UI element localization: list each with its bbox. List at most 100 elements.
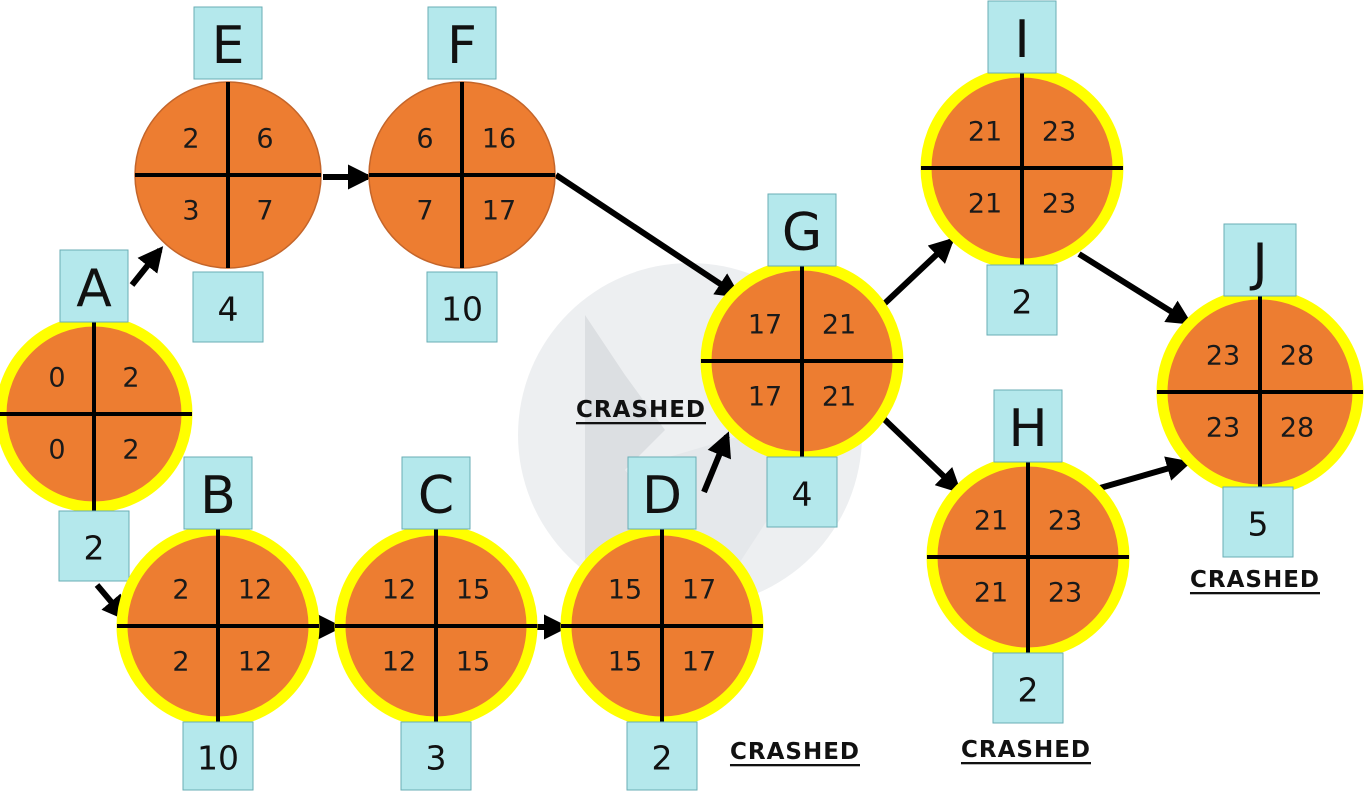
node-early-start: 21	[968, 117, 1002, 148]
activity-letter: J	[1249, 233, 1267, 293]
activity-label-box: E	[193, 6, 263, 80]
node-late-finish: 21	[822, 382, 856, 413]
duration-value: 2	[652, 739, 673, 778]
duration-bg	[986, 264, 1058, 336]
node-early-start: 0	[48, 363, 65, 394]
crash-h-label: CRASHED	[961, 737, 1091, 763]
activity-letter: H	[1008, 399, 1047, 459]
node-early-finish: 16	[482, 124, 516, 155]
node-j: 23 28 23 28 J 5	[1156, 223, 1364, 558]
node-late-finish: 15	[456, 647, 490, 678]
activity-label-box: J	[1223, 223, 1297, 297]
node-early-finish: 21	[822, 310, 856, 341]
edges-layer	[94, 164, 1193, 640]
duration-box: 2	[626, 721, 698, 791]
activity-letter: E	[212, 16, 245, 76]
crash-d-label: CRASHED	[730, 739, 860, 765]
node-early-start: 6	[416, 124, 433, 155]
activity-label-box: H	[993, 389, 1063, 463]
duration-bg	[1222, 486, 1294, 558]
duration-value: 4	[792, 475, 813, 514]
node-late-start: 0	[48, 435, 65, 466]
duration-value: 2	[84, 529, 105, 568]
node-late-finish: 28	[1280, 413, 1314, 444]
node-early-start: 23	[1206, 341, 1240, 372]
duration-bg	[182, 721, 254, 791]
activity-letter: G	[782, 203, 822, 263]
activity-label-box: C	[401, 456, 471, 530]
node-late-start: 15	[608, 647, 642, 678]
node-late-start: 23	[1206, 413, 1240, 444]
duration-value: 2	[1012, 283, 1033, 322]
node-early-start: 17	[748, 310, 782, 341]
node-late-finish: 2	[122, 435, 139, 466]
activity-label-box: D	[627, 456, 697, 530]
node-early-finish: 23	[1042, 117, 1076, 148]
node-early-finish: 28	[1280, 341, 1314, 372]
node-early-finish: 6	[256, 124, 273, 155]
activity-label-box: B	[183, 456, 253, 530]
node-late-start: 21	[968, 189, 1002, 220]
node-early-start: 2	[182, 124, 199, 155]
activity-label-box: F	[427, 6, 497, 80]
duration-value: 5	[1248, 505, 1269, 544]
activity-letter: F	[447, 16, 477, 76]
node-late-finish: 17	[682, 647, 716, 678]
duration-value: 10	[441, 290, 483, 329]
labels-layer: CRASHED CRASHED CRASHED CRASHED	[576, 397, 1320, 765]
activity-letter: D	[642, 466, 682, 526]
activity-label-bg	[193, 6, 263, 80]
duration-box: 4	[192, 271, 264, 343]
node-late-finish: 17	[482, 196, 516, 227]
arrow-h-to-j	[1099, 456, 1192, 491]
duration-bg	[192, 271, 264, 343]
activity-label-bg	[1223, 223, 1297, 297]
activity-label-bg	[59, 249, 129, 323]
activity-label-box: G	[767, 193, 837, 267]
duration-box: 2	[58, 510, 130, 582]
duration-box: 2	[992, 652, 1064, 724]
duration-box: 10	[426, 271, 498, 343]
node-late-start: 12	[382, 647, 416, 678]
arrow-d-to-g	[701, 431, 731, 494]
duration-box: 5	[1222, 486, 1294, 558]
arrow-g-to-i	[880, 237, 955, 308]
duration-value: 3	[426, 739, 447, 778]
duration-bg	[992, 652, 1064, 724]
activity-letter: C	[418, 466, 454, 526]
activity-label-bg	[427, 6, 497, 80]
node-early-finish: 15	[456, 575, 490, 606]
duration-bg	[58, 510, 130, 582]
duration-value: 4	[218, 290, 239, 329]
activity-label-bg	[993, 389, 1063, 463]
crash-j-label: CRASHED	[1190, 567, 1320, 593]
duration-value: 10	[197, 739, 239, 778]
arrow-f-to-g	[554, 172, 742, 298]
activity-label-bg	[401, 456, 471, 530]
node-late-start: 2	[172, 647, 189, 678]
arrow-a-to-e	[129, 246, 164, 287]
node-early-finish: 2	[122, 363, 139, 394]
activity-label-box: A	[59, 249, 129, 323]
crash-g-label: CRASHED	[576, 397, 706, 423]
activity-letter: B	[200, 466, 236, 526]
node-early-start: 15	[608, 575, 642, 606]
duration-bg	[626, 721, 698, 791]
duration-box: 2	[986, 264, 1058, 336]
duration-box: 3	[400, 721, 472, 791]
node-late-finish: 23	[1042, 189, 1076, 220]
duration-box: 10	[182, 721, 254, 791]
node-late-finish: 12	[238, 647, 272, 678]
duration-bg	[426, 271, 498, 343]
node-early-start: 2	[172, 575, 189, 606]
node-early-finish: 23	[1048, 506, 1082, 537]
node-late-finish: 23	[1048, 578, 1082, 609]
